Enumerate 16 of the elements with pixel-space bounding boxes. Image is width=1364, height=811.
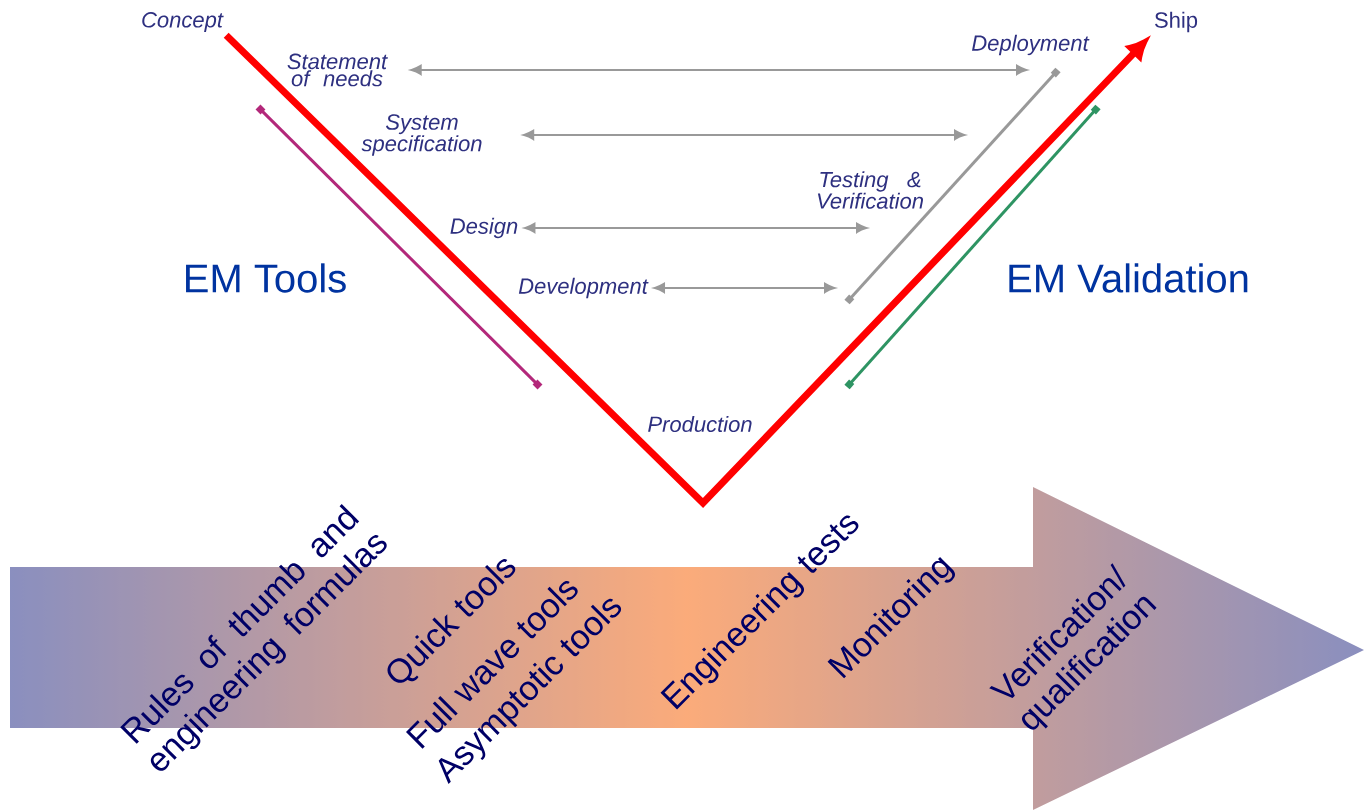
stage-name: Deployment xyxy=(972,34,1090,56)
stage-name: Production xyxy=(648,415,752,433)
stage-name: System specification xyxy=(361,114,482,156)
arrow xyxy=(523,129,966,141)
stage-name: Statement of needs xyxy=(287,53,388,87)
stage-name: Development xyxy=(518,277,649,299)
stage-name: Concept xyxy=(142,12,224,32)
arrow xyxy=(653,282,836,294)
arrow xyxy=(410,64,1028,76)
phase-title: EM Tools xyxy=(186,263,346,293)
stage-name: Testing & Verification xyxy=(817,171,923,209)
v-model-arrow xyxy=(223,32,1148,508)
arrow xyxy=(524,222,868,234)
phase-title: EM Validation xyxy=(1009,263,1248,293)
stage-name: Design xyxy=(450,217,518,239)
stage-name: Ship xyxy=(1155,11,1198,33)
